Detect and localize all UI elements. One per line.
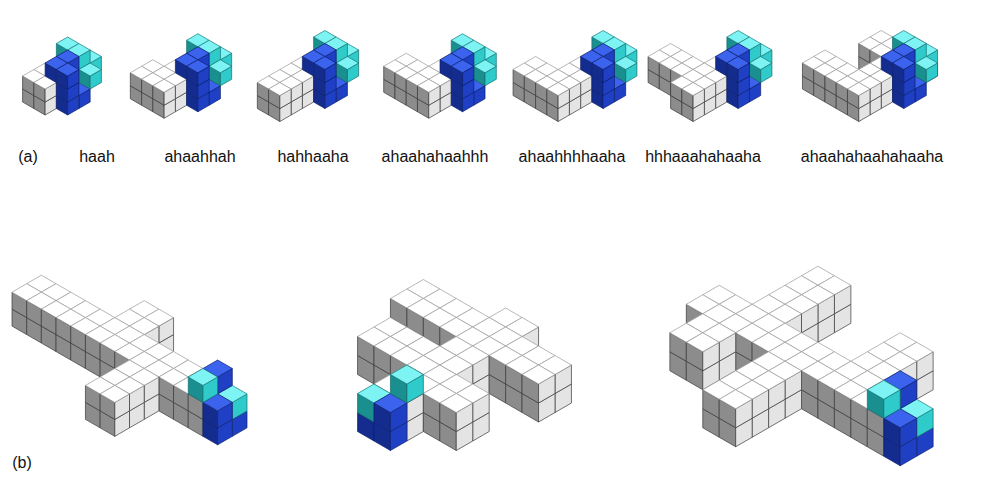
- cube-top-face: [153, 79, 176, 92]
- sequence-label: ahaahahaahahaaha: [801, 147, 943, 167]
- cube-top-face: [847, 83, 870, 96]
- cube-top-face: [592, 57, 615, 70]
- cube-top-face: [56, 63, 79, 76]
- cube-top-face: [79, 63, 102, 76]
- sequence-label: ahaahhah: [164, 147, 235, 167]
- sequence-label: ahaahahaahhh: [382, 147, 489, 167]
- cube-top-face: [269, 83, 292, 96]
- cube-top-face: [547, 83, 570, 96]
- cube-top-face: [474, 60, 497, 73]
- cube-top-face: [522, 365, 555, 384]
- cube-top-face: [727, 57, 750, 70]
- cube-top-face: [417, 79, 440, 92]
- cube-top-face: [893, 57, 916, 70]
- cube-top-face: [867, 380, 900, 399]
- cube-top-face: [100, 385, 129, 402]
- cube-top-face: [390, 365, 423, 384]
- cube-top-face: [614, 57, 637, 70]
- panel-label: (a): [18, 147, 38, 167]
- cube-top-face: [314, 57, 337, 70]
- cube-top-face: [686, 333, 719, 352]
- cube-top-face: [209, 60, 232, 73]
- cube-top-face: [915, 57, 938, 70]
- sequence-label: hhhaaahahaaha: [645, 147, 761, 167]
- sequence-label: ahaahhhhaaha: [519, 147, 626, 167]
- cube-top-face: [451, 60, 474, 73]
- sequence-label: haah: [79, 147, 115, 167]
- cube-top-face: [749, 57, 772, 70]
- cube-top-face: [719, 390, 752, 409]
- panel-label: (b): [12, 453, 32, 473]
- sequence-label: hahhaaha: [277, 147, 348, 167]
- cube-top-face: [440, 394, 473, 413]
- cube-top-face: [188, 368, 217, 385]
- cube-top-face: [187, 60, 210, 73]
- cube-top-face: [682, 83, 705, 96]
- cube-top-face: [336, 57, 359, 70]
